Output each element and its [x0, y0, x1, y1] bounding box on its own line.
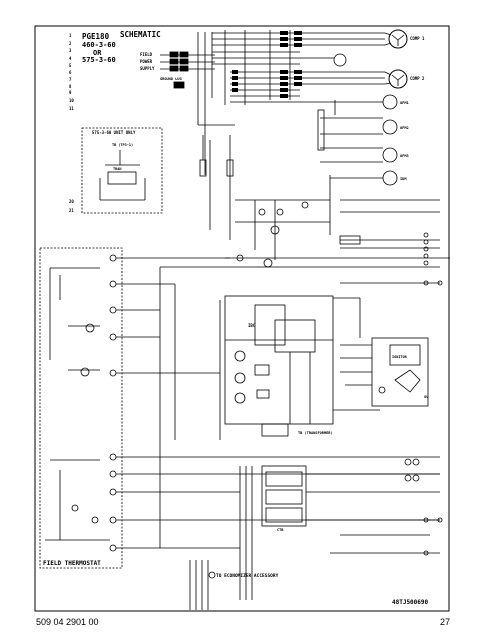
small-motor-mid — [300, 53, 347, 67]
ofm2-label: OFM2 — [400, 126, 409, 130]
ctb-board — [261, 465, 307, 527]
row-number: 9 — [69, 90, 72, 95]
row-numbers: 1 2 3 4 5 6 7 8 9 10 11 20 21 — [69, 33, 74, 213]
drawing-border — [34, 25, 450, 612]
svg-text:FIELD: FIELD — [140, 52, 153, 57]
fuses — [199, 135, 234, 177]
comp2-label: COMP 2 — [410, 76, 425, 81]
comp1-motor — [384, 29, 408, 49]
ctb-label: CTB — [277, 528, 283, 532]
row-number: 4 — [69, 56, 72, 61]
row-number: 10 — [69, 98, 74, 103]
ofm-motors — [310, 94, 398, 186]
row-number: 7 — [69, 77, 72, 82]
tb-transformer-note: TB (TRANSFORMER) — [298, 431, 333, 435]
economizer-leads — [189, 560, 216, 610]
model-number: PGE180 — [82, 32, 110, 41]
thermostat-terminals — [109, 254, 117, 552]
field-thermostat-label: FIELD THERMOSTAT — [43, 560, 101, 567]
svg-text:POWER: POWER — [140, 59, 153, 64]
voltage-2: 575-3-60 — [82, 56, 116, 64]
row-number: 11 — [69, 106, 74, 111]
ofm1-label: OFM1 — [400, 101, 409, 105]
gv-label: GV — [424, 395, 429, 399]
ofm3-label: OFM3 — [400, 154, 409, 158]
ignitor-label: IGNITOR — [392, 355, 408, 359]
power-buses — [197, 32, 235, 240]
row-number: 21 — [69, 208, 74, 213]
row-number: 20 — [69, 199, 74, 204]
contact-blocks — [232, 31, 302, 98]
row-number: 5 — [69, 63, 72, 68]
row-number: 1 — [69, 33, 72, 38]
row-number: 2 — [69, 41, 72, 46]
comp1-label: COMP 1 — [410, 36, 425, 41]
inset-part: TB (TP3-1) — [112, 143, 133, 147]
row-number: 6 — [69, 70, 72, 75]
footer-part-number: 509 04 2901 00 — [36, 617, 99, 627]
inset-title: 575-3-60 UNIT ONLY — [92, 130, 136, 135]
inset-transformer — [99, 150, 146, 201]
ctb-internal — [239, 466, 440, 600]
idm-label: IDM — [400, 177, 407, 181]
comp2-motor — [384, 69, 408, 89]
schematic-title: SCHEMATIC — [120, 30, 161, 39]
economizer-note: TO ECONOMIZER ACCESSORY — [216, 573, 279, 579]
field-thermostat-box — [39, 247, 123, 569]
svg-text:SUPPLY: SUPPLY — [140, 66, 155, 71]
inset-575-box — [81, 127, 163, 214]
supply-terminals — [160, 51, 215, 72]
drawing-number: 48TJ500690 — [392, 599, 429, 606]
row-number: 8 — [69, 84, 72, 89]
thermostat-internal — [45, 267, 110, 541]
control-board-internal — [225, 304, 380, 437]
field-power-supply-label: FIELD POWER SUPPLY — [140, 52, 155, 71]
ibc-label: IBC — [248, 323, 256, 328]
voltage-or: OR — [93, 49, 102, 57]
row-number: 3 — [69, 48, 72, 53]
inset-tran-label: TRAN — [113, 167, 121, 171]
header-block: PGE180 SCHEMATIC 460-3-60 OR 575-3-60 — [82, 30, 161, 64]
contactor-rows — [212, 30, 385, 105]
tb-terminal-right — [340, 232, 443, 286]
control-board — [224, 295, 334, 425]
footer-page-number: 27 — [440, 617, 451, 627]
voltage-1: 460-3-60 — [82, 41, 116, 49]
right-outputs — [330, 458, 443, 556]
ground-lug-label: GROUND LUG — [160, 77, 182, 81]
control-circuit — [160, 175, 450, 268]
ground-lug — [173, 81, 185, 89]
gas-valve-area — [333, 297, 429, 407]
thermostat-wiring — [116, 257, 440, 549]
